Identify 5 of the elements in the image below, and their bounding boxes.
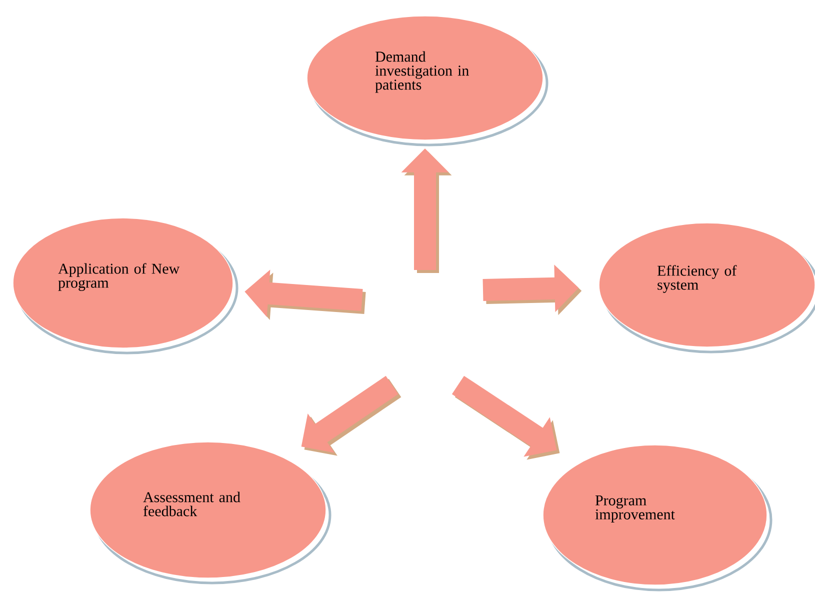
ellipse-node: Assessment and feedback [90,442,332,584]
ellipse-node: Demand investigation in patients [306,16,548,146]
ellipse-node: Application of New program [12,218,238,354]
ellipse-node: Program improvement [542,444,772,592]
ellipse-node: Efficiency of system [598,222,815,354]
